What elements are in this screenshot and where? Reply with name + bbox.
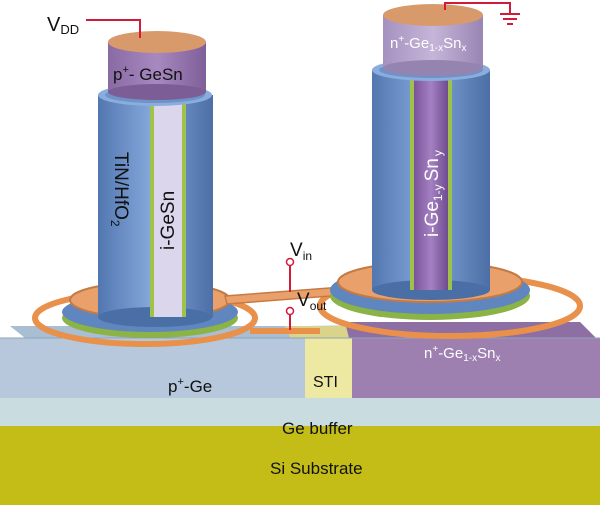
wires bbox=[86, 2, 520, 330]
p-ge-label: p+-Ge bbox=[168, 376, 212, 396]
vout-label: Vout bbox=[297, 290, 327, 313]
n-region bbox=[352, 338, 600, 398]
sti-region bbox=[305, 338, 352, 398]
vdd-label: VDD bbox=[47, 14, 79, 37]
ground-wire bbox=[444, 2, 511, 14]
left-channel bbox=[154, 100, 182, 317]
right-cap bbox=[383, 4, 483, 76]
left-gate-label: TiN/HfO2 bbox=[108, 152, 131, 227]
left-cap bbox=[108, 31, 206, 100]
vout-terminal-icon bbox=[285, 306, 295, 316]
si-substrate-label: Si Substrate bbox=[270, 459, 363, 478]
vdd-wire bbox=[86, 19, 141, 38]
vin-label: Vin bbox=[290, 240, 312, 263]
left-channel-label: i-GeSn bbox=[158, 191, 179, 250]
ge-buffer-label: Ge buffer bbox=[282, 419, 353, 438]
left-cap-label: p+- GeSn bbox=[113, 64, 183, 84]
right-cap-label: n+-Ge1-xSnx bbox=[390, 34, 466, 54]
ground-icon bbox=[500, 13, 520, 25]
right-pillar bbox=[372, 59, 490, 300]
sti-label: STI bbox=[313, 374, 338, 391]
right-channel bbox=[414, 76, 448, 290]
right-channel-label: i-Ge1-ySny bbox=[422, 150, 445, 237]
n-region-label: n+-Ge1-xSnx bbox=[424, 344, 500, 364]
vin-terminal-icon bbox=[285, 257, 295, 267]
p-ge-region bbox=[0, 338, 305, 398]
